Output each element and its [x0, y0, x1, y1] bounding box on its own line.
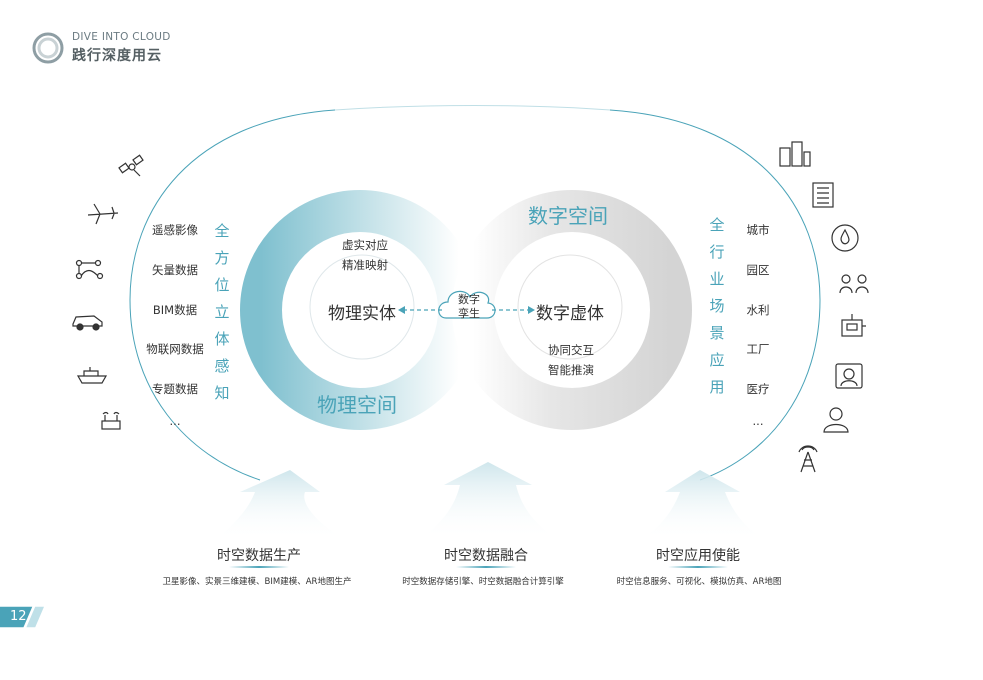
vertical-char: 应	[709, 351, 725, 369]
bottom-desc-fusion: 时空数据存储引擎、时空数据融合计算引擎	[402, 577, 564, 587]
bottom-arrow-left	[215, 470, 345, 540]
twin-arrow-right-head	[528, 306, 535, 314]
source-item: 专题数据	[152, 382, 198, 396]
application-item: ...	[752, 414, 764, 428]
physical-sub-1: 虚实对应	[342, 238, 388, 252]
vector-nodes-icon	[75, 259, 104, 280]
bottom-title-enablement: 时空应用使能	[656, 548, 740, 564]
factory-workers-icon	[839, 274, 869, 294]
vertical-char: 知	[214, 384, 230, 402]
application-item: 园区	[746, 263, 770, 277]
airplane-icon	[87, 203, 119, 225]
digital-sub-1: 协同交互	[548, 343, 594, 357]
vertical-char: 场	[709, 297, 725, 315]
water-drop-icon	[831, 224, 859, 252]
application-item: 工厂	[746, 342, 770, 356]
vertical-char: 感	[214, 357, 230, 375]
vertical-label-applications: 全 行 业 场 景 应 用	[707, 212, 727, 401]
source-item: ...	[169, 414, 181, 428]
physical-entity: 物理实体	[328, 304, 396, 324]
underline	[668, 566, 728, 568]
inner-circle-digital	[517, 254, 623, 360]
inner-circle-physical	[309, 254, 415, 360]
source-item: 遥感影像	[152, 223, 198, 237]
application-item: 城市	[746, 223, 770, 237]
iot-router-icon	[101, 411, 121, 430]
satellite-icon	[118, 154, 144, 177]
digital-entity: 数字虚体	[536, 304, 604, 324]
vertical-char: 体	[214, 330, 230, 348]
vertical-char: 行	[709, 243, 725, 261]
outer-arc-right	[609, 109, 821, 481]
twin-line-2: 孪生	[458, 307, 480, 320]
vertical-char: 立	[214, 303, 230, 321]
bottom-desc-production: 卫星影像、实景三维建模、BIM建模、AR地图生产	[162, 577, 352, 587]
vertical-char: 景	[709, 324, 725, 342]
tower-icon	[798, 445, 818, 473]
vertical-char: 全	[709, 216, 725, 234]
vertical-char: 业	[709, 270, 725, 288]
physical-space-title: 物理空间	[317, 393, 397, 417]
ship-icon	[76, 367, 108, 384]
bottom-title-production: 时空数据生产	[217, 548, 301, 564]
brand-english: DIVE INTO CLOUD	[72, 31, 171, 43]
car-icon	[72, 315, 103, 331]
page-number: 12	[10, 609, 27, 624]
physical-sub-2: 精准映射	[342, 258, 388, 272]
brand-chinese: 践行深度用云	[72, 48, 162, 64]
application-item: 水利	[746, 303, 770, 317]
source-item: 物联网数据	[146, 342, 204, 356]
application-item: 医疗	[746, 382, 770, 396]
bottom-arrow-right	[640, 470, 765, 540]
bottom-desc-enablement: 时空信息服务、可视化、模拟仿真、AR地图	[616, 577, 782, 587]
twin-line-1: 数字	[458, 293, 480, 306]
vertical-char: 用	[709, 378, 725, 396]
machine-icon	[841, 314, 866, 337]
underline	[456, 566, 516, 568]
outer-arc-left	[129, 109, 336, 481]
bottom-title-fusion: 时空数据融合	[444, 548, 528, 564]
office-building-icon	[812, 182, 834, 208]
digital-twin-label: 数字 孪生	[447, 293, 491, 321]
page-number-tab	[0, 606, 44, 628]
cloud-icon	[438, 290, 496, 319]
vertical-label-sensing: 全 方 位 立 体 感 知	[212, 218, 232, 407]
person-icon	[823, 407, 849, 433]
bottom-arrow-center	[420, 462, 556, 540]
vertical-char: 全	[214, 222, 230, 240]
source-item: BIM数据	[152, 303, 198, 317]
underline	[229, 566, 289, 568]
outer-arc-top	[334, 105, 611, 111]
twin-arrow-left-head	[398, 306, 405, 314]
city-buildings-icon	[779, 141, 811, 167]
digital-space-title: 数字空间	[528, 204, 608, 228]
digital-sub-2: 智能推演	[548, 363, 594, 377]
doctor-icon	[835, 363, 863, 389]
vertical-char: 方	[214, 249, 230, 267]
vertical-char: 位	[214, 276, 230, 294]
brand-logo	[32, 32, 64, 64]
source-item: 矢量数据	[152, 263, 198, 277]
